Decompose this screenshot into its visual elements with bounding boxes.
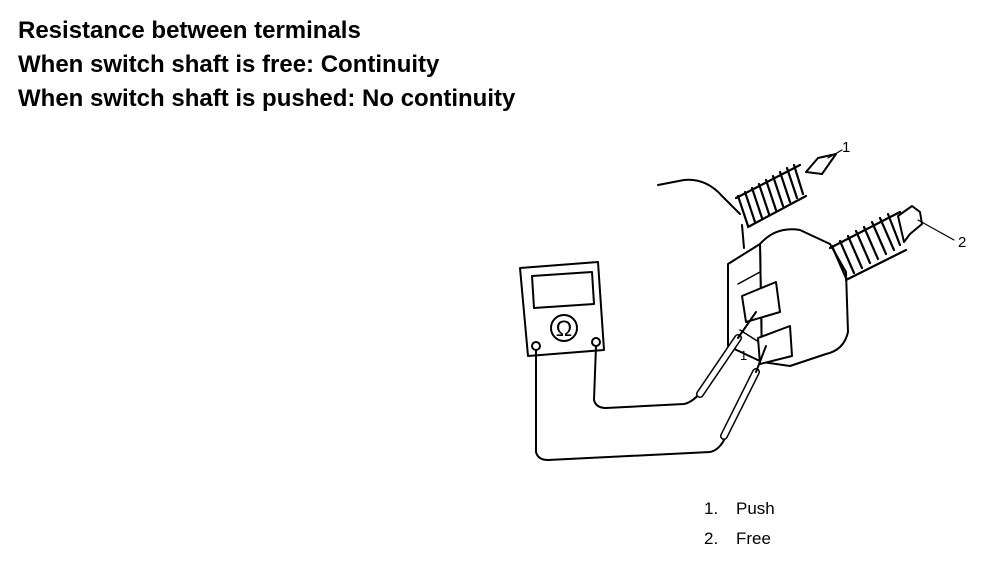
bracket-outline xyxy=(657,178,741,215)
meter-display xyxy=(531,271,595,309)
legend-label: Free xyxy=(736,529,771,548)
heading: Resistance between terminals When switch… xyxy=(18,14,515,116)
callout-1-label: 1 xyxy=(842,139,850,156)
heading-pushed-condition: When switch shaft is pushed: No continui… xyxy=(18,85,516,112)
probe-1-tip xyxy=(737,311,757,339)
legend-item: 2. Free xyxy=(704,524,775,554)
lead-wire-2 xyxy=(535,349,727,461)
terminal-upper xyxy=(741,281,781,323)
legend-label: Push xyxy=(736,499,775,518)
free-switch-spring xyxy=(828,210,908,282)
probe-2-tip xyxy=(755,345,767,373)
callout-2-leader xyxy=(917,219,955,241)
bracket-edge xyxy=(741,224,745,249)
terminal-lower xyxy=(757,325,793,365)
terminal-label: 1 xyxy=(740,348,747,363)
legend-number: 2. xyxy=(704,529,719,548)
legend-number: 1. xyxy=(704,499,719,518)
heading-free-condition: When switch shaft is free: Continuity xyxy=(18,51,440,78)
lead-wire-1 xyxy=(593,345,705,409)
legend: 1. Push 2. Free xyxy=(704,494,775,554)
callout-2-label: 2 xyxy=(958,234,966,251)
shaft-tip xyxy=(897,205,923,243)
legend-item: 1. Push xyxy=(704,494,775,524)
push-arrow xyxy=(805,153,837,175)
pushed-switch: 1 xyxy=(657,139,850,249)
heading-title: Resistance between terminals xyxy=(18,17,361,44)
meter-body xyxy=(519,261,605,357)
test-leads xyxy=(535,311,767,461)
free-switch: 1 2 xyxy=(727,205,966,367)
ohm-dial xyxy=(550,314,578,342)
pushed-switch-spring xyxy=(734,163,808,229)
callout-1-leader xyxy=(827,149,843,159)
ohmmeter: Ω xyxy=(519,261,605,357)
ohm-symbol: Ω xyxy=(556,316,572,341)
